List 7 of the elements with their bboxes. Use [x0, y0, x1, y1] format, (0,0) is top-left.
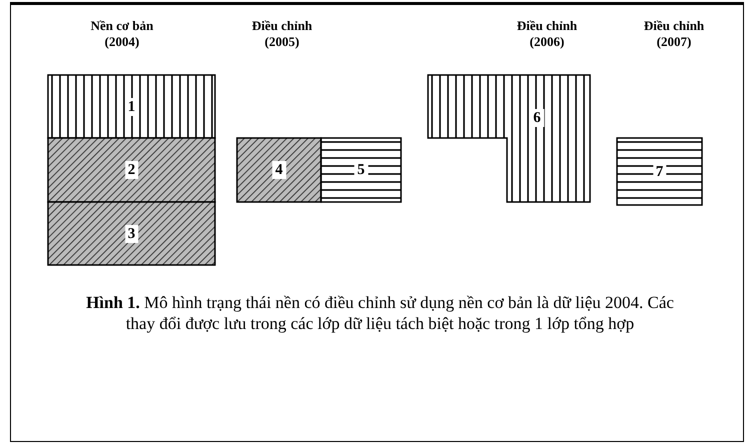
- column-heading: Nền cơ bản (2004): [90, 18, 154, 50]
- column-heading: Điều chỉnh (2006): [516, 18, 578, 50]
- area-number: 2: [124, 161, 138, 179]
- column-heading: Điều chỉnh (2005): [250, 18, 314, 50]
- figure-caption: Hình 1. Mô hình trạng thái nền có điều chỉnh sử dụng nền cơ bản là dữ liệu 2004. Các thay đổi được lưu trong các lớp dữ liệu tách biệt hoặc trong 1 lớp tổng hợp: [85, 292, 675, 334]
- column-heading: Điều chỉnh (2007): [642, 18, 706, 50]
- area-number: 4: [272, 161, 286, 179]
